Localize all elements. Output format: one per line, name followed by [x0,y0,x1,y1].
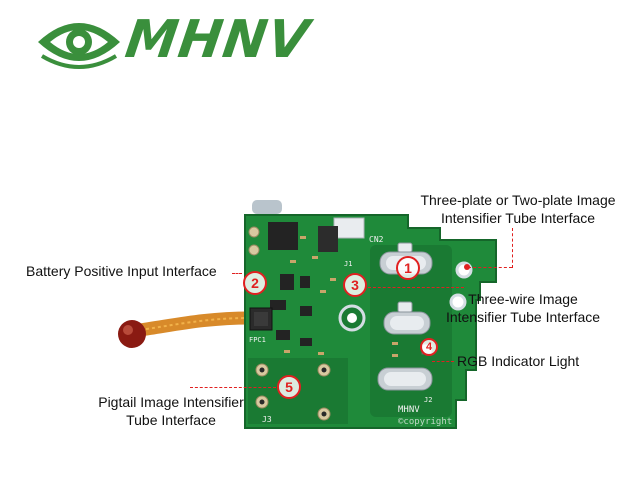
callout-2-label: Battery Positive Input Interface [26,263,217,279]
cable-sensor-tip [118,320,146,348]
callout-1-badge: 1 [396,256,420,280]
callout-2-badge: 2 [243,271,267,295]
callout-1-label: Three-plate or Two-plate Image Intensifi… [420,192,616,226]
silk-cn2: CN2 [369,235,384,244]
cn2-connector [333,217,365,239]
callout-5-label: Pigtail Image Intensifier Tube Interface [98,394,244,428]
silk-brand: MHNV [398,405,420,415]
silk-j2: J2 [424,396,432,404]
j-center-spring-contact [383,301,431,335]
silk-fpc: FPC1 [249,336,266,344]
callout-4-badge: 4 [420,338,438,356]
callout-3-label: Three-wire Image Intensifier Tube Interf… [445,291,601,325]
callout-5-badge: 5 [277,375,301,399]
pigtail-pads [248,226,331,421]
silk-j3: J3 [262,415,272,424]
fpc-ribbon-cable [139,311,251,337]
j2-spring-contact [377,367,433,391]
callout-1-dot [464,264,470,270]
callout-4-label: RGB Indicator Light [457,353,580,369]
callout-3-badge: 3 [343,273,367,297]
silk-watermark: ©copyright [398,417,452,427]
silk-j1: J1 [344,260,352,268]
eye-logo-icon [38,23,120,69]
